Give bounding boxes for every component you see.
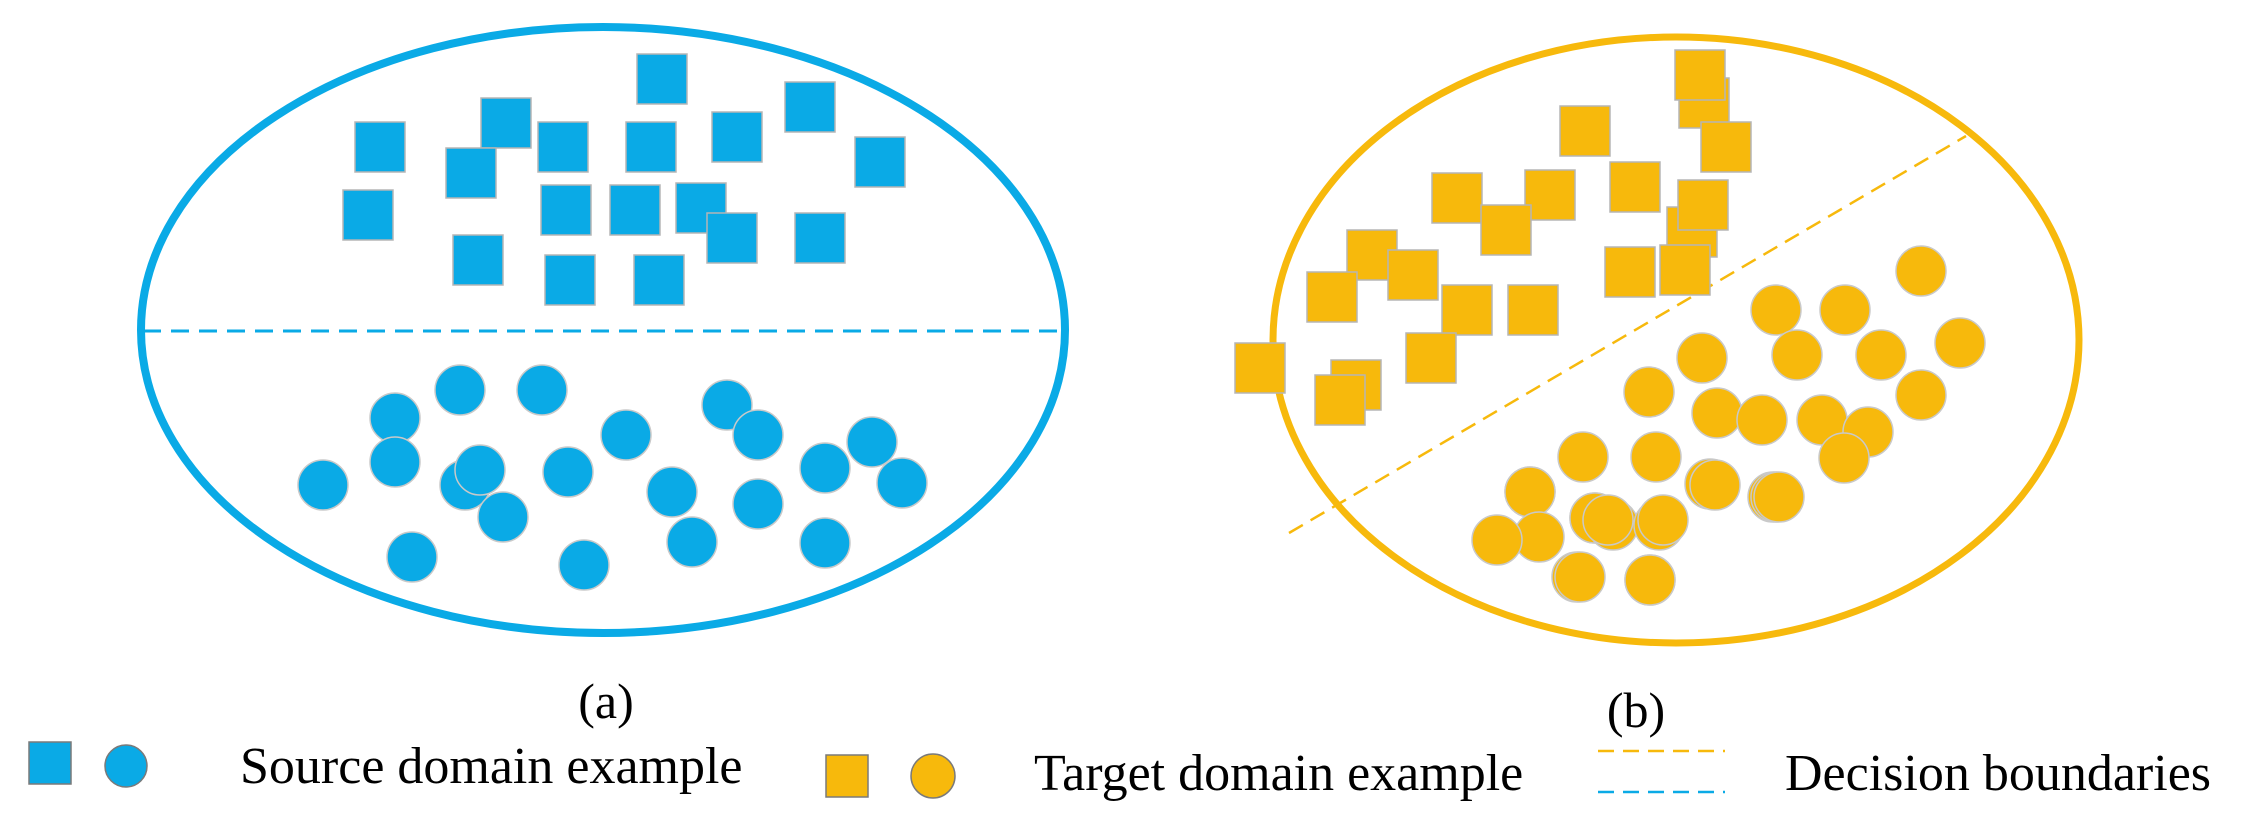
- source-square-marker: [854, 136, 906, 188]
- source-square-marker-icon: [28, 741, 72, 785]
- source-circle-marker: [732, 478, 784, 530]
- target-square-marker: [1480, 204, 1532, 256]
- target-circle-marker: [1557, 431, 1609, 483]
- target-square-marker: [1559, 105, 1611, 157]
- source-circle-marker: [542, 446, 594, 498]
- source-circle-marker: [799, 517, 851, 569]
- panel-a-circles: [297, 364, 928, 591]
- target-circle-marker: [1676, 332, 1728, 384]
- panel-b-squares: [1234, 49, 1752, 426]
- source-square-marker: [354, 121, 406, 173]
- target-circle-marker-icon: [910, 753, 956, 799]
- panel-a-source-domain: [137, 23, 1069, 637]
- panel-a-squares: [342, 53, 906, 306]
- target-circle-marker: [1582, 494, 1634, 546]
- source-circle-marker: [516, 364, 568, 416]
- panel-b-decision-boundary: [1288, 134, 1967, 535]
- target-square-marker: [1659, 244, 1711, 296]
- target-circle-marker: [1818, 432, 1870, 484]
- source-circle-marker: [558, 539, 610, 591]
- target-circle-marker: [1471, 514, 1523, 566]
- source-circle-marker: [600, 409, 652, 461]
- target-square-marker: [1431, 172, 1483, 224]
- target-circle-marker: [1691, 387, 1743, 439]
- source-circle-marker: [297, 459, 349, 511]
- target-square-marker: [1507, 284, 1559, 336]
- target-circle-marker: [1895, 369, 1947, 421]
- target-circle-marker: [1624, 554, 1676, 606]
- target-square-marker: [1677, 179, 1729, 231]
- target-circle-marker: [1771, 329, 1823, 381]
- panel-b-ellipse: [1269, 33, 2083, 647]
- source-circle-marker: [434, 364, 486, 416]
- target-square-marker: [1609, 161, 1661, 213]
- target-circle-marker: [1750, 284, 1802, 336]
- target-circle-marker: [1554, 551, 1606, 603]
- panel-b-target-domain: [1234, 33, 2083, 647]
- source-circle-marker: [846, 416, 898, 468]
- source-circle-marker: [876, 457, 928, 509]
- target-square-marker: [1604, 246, 1656, 298]
- target-circle-marker: [1630, 431, 1682, 483]
- target-circle-marker: [1855, 329, 1907, 381]
- source-square-marker: [537, 121, 589, 173]
- target-circle-marker: [1504, 466, 1556, 518]
- source-circle-marker: [646, 466, 698, 518]
- target-circle-marker: [1637, 494, 1689, 546]
- source-circle-marker: [386, 531, 438, 583]
- target-square-marker: [1306, 271, 1358, 323]
- panel-b-caption: (b): [1607, 682, 1665, 738]
- source-square-marker: [706, 212, 758, 264]
- legend-boundary-label: Decision boundaries: [1785, 745, 2211, 802]
- source-square-marker: [633, 254, 685, 306]
- source-square-marker: [445, 147, 497, 199]
- target-circle-marker: [1895, 245, 1947, 297]
- legend: Source domain example Target domain exam…: [28, 738, 2211, 802]
- panel-a-ellipse: [137, 23, 1069, 637]
- source-square-marker: [625, 121, 677, 173]
- source-circle-marker: [732, 409, 784, 461]
- panel-a-caption: (a): [578, 673, 634, 729]
- source-circle-marker-icon: [104, 744, 148, 788]
- target-square-marker: [1524, 169, 1576, 221]
- target-circle-marker: [1753, 471, 1805, 523]
- source-circle-marker: [799, 442, 851, 494]
- source-circle-marker: [369, 436, 421, 488]
- source-circle-marker: [369, 392, 421, 444]
- target-square-marker: [1674, 49, 1726, 101]
- panel-b-circles: [1471, 245, 1986, 606]
- source-circle-marker: [666, 516, 718, 568]
- target-square-marker: [1387, 249, 1439, 301]
- source-square-marker: [609, 184, 661, 236]
- source-square-marker: [794, 212, 846, 264]
- target-circle-marker: [1623, 366, 1675, 418]
- source-square-marker: [540, 184, 592, 236]
- target-square-marker: [1405, 332, 1457, 384]
- legend-target-label: Target domain example: [1034, 745, 1523, 802]
- source-square-marker: [636, 53, 688, 105]
- source-square-marker: [784, 81, 836, 133]
- source-square-marker: [711, 111, 763, 163]
- target-square-marker: [1700, 121, 1752, 173]
- target-circle-marker: [1819, 284, 1871, 336]
- target-circle-marker: [1934, 317, 1986, 369]
- source-square-marker: [480, 97, 532, 149]
- source-square-marker: [452, 234, 504, 286]
- target-circle-marker: [1689, 459, 1741, 511]
- target-square-marker: [1234, 342, 1286, 394]
- legend-source-label: Source domain example: [240, 738, 743, 795]
- source-square-marker: [342, 189, 394, 241]
- source-circle-marker: [454, 444, 506, 496]
- source-square-marker: [544, 254, 596, 306]
- target-circle-marker: [1736, 394, 1788, 446]
- target-square-marker-icon: [825, 754, 869, 798]
- source-circle-marker: [477, 491, 529, 543]
- target-square-marker: [1314, 374, 1366, 426]
- target-square-marker: [1441, 284, 1493, 336]
